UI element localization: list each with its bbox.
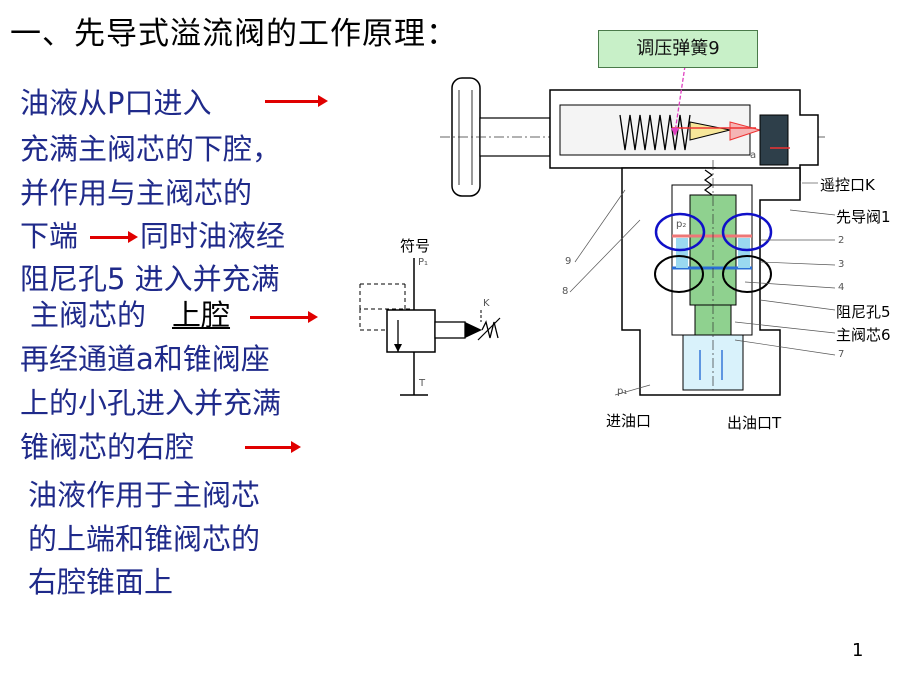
label-p2: p₂ — [676, 219, 687, 230]
text-line-4b: 同时油液经 — [140, 219, 286, 253]
red-arrow-1 — [265, 95, 328, 107]
part-number-3: 3 — [838, 259, 845, 270]
symbol-t: T — [419, 378, 426, 389]
p2-highlight-right — [721, 212, 773, 252]
label-remote-port: 遥控口K — [820, 176, 875, 194]
p1-highlight-left — [654, 255, 704, 293]
text-line-4a: 下端 — [20, 219, 79, 253]
part-number-7: 7 — [838, 349, 845, 360]
label-pilot-valve: 先导阀1 — [836, 208, 891, 226]
label-a: a — [750, 150, 757, 161]
text-line-7: 再经通道a和锥阀座 — [20, 342, 270, 376]
text-line-6b: 上腔 — [172, 298, 231, 332]
symbol-title: 符号 — [400, 237, 431, 255]
leader-lines — [569, 182, 836, 396]
part-number-8: 8 — [562, 286, 569, 297]
text-line-2: 充满主阀芯的下腔， — [20, 132, 282, 166]
label-inlet: 进油口 — [606, 412, 652, 430]
label-p1: p₁ — [617, 386, 628, 397]
label-outlet: 出油口T — [727, 414, 782, 432]
part-number-9: 9 — [565, 256, 572, 267]
text-line-1: 油液从P口进入 — [20, 86, 212, 120]
text-line-10: 油液作用于主阀芯 — [28, 478, 261, 512]
text-line-12: 右腔锥面上 — [28, 565, 174, 599]
text-line-3: 并作用与主阀芯的 — [20, 176, 253, 210]
symbol-k: K — [483, 298, 490, 309]
red-arrow-2 — [90, 231, 138, 243]
page-number: 1 — [852, 640, 864, 661]
label-orifice: 阻尼孔5 — [836, 303, 891, 321]
red-arrow-3 — [250, 311, 318, 323]
main-valve-body — [621, 160, 801, 396]
adjust-handle — [440, 77, 825, 197]
page-title: 一、先导式溢流阀的工作原理： — [10, 16, 458, 52]
text-line-11: 的上端和锥阀芯的 — [28, 522, 261, 556]
p1-highlight-right — [722, 255, 772, 293]
red-arrow-4 — [245, 441, 301, 453]
spring-callout: 调压弹簧9 — [598, 30, 758, 68]
text-line-6a: 主阀芯的 — [30, 298, 147, 332]
text-line-9: 锥阀芯的右腔 — [20, 430, 195, 464]
text-line-8: 上的小孔进入并充满 — [20, 386, 282, 420]
label-main-spool: 主阀芯6 — [836, 326, 891, 344]
text-line-5: 阻尼孔5 进入并充满 — [20, 262, 280, 296]
part-number-4: 4 — [838, 282, 845, 293]
symbol-p1: P₁ — [418, 257, 429, 268]
part-number-2: 2 — [838, 235, 845, 246]
p2-highlight-left — [654, 212, 706, 252]
hydraulic-symbol — [359, 258, 501, 396]
